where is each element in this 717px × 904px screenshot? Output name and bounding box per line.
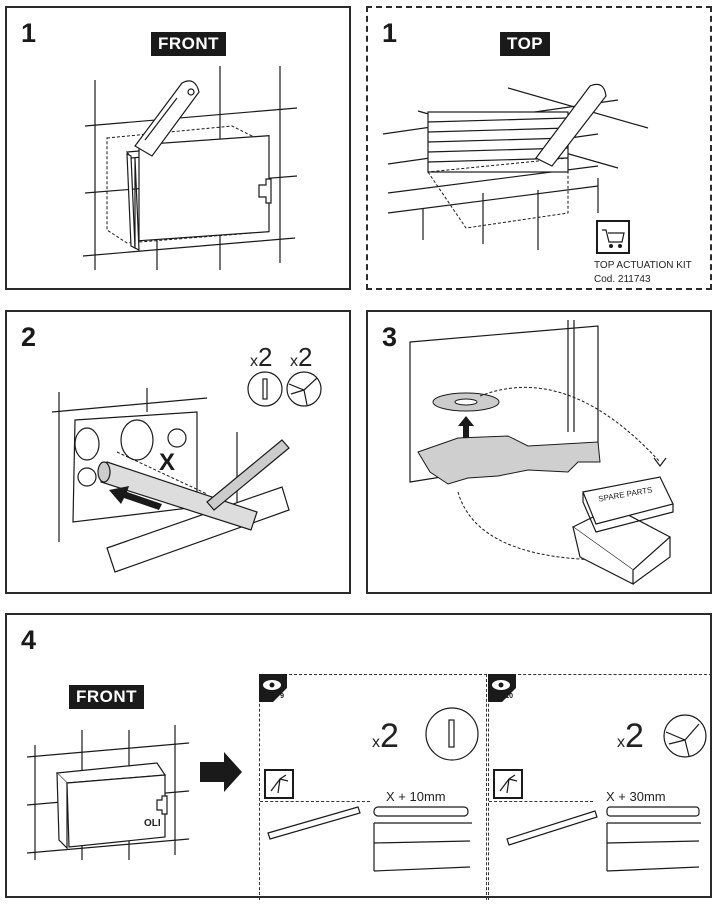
plate-logo: OLI bbox=[144, 818, 161, 829]
step-number: 1 bbox=[382, 18, 398, 48]
view-tag-top: TOP bbox=[500, 32, 551, 56]
measure-x-label: X bbox=[159, 449, 175, 476]
cut-rod-illustration bbox=[267, 806, 472, 872]
cut-dimension-label: X + 30mm bbox=[606, 789, 666, 804]
view-tag-front: FRONT bbox=[151, 32, 227, 56]
plate-stack bbox=[125, 135, 272, 251]
pliers-icon bbox=[264, 769, 294, 799]
option-9-panel: 9 x2 X + 10mm bbox=[259, 674, 487, 900]
front-plate-illustration bbox=[26, 725, 190, 860]
step-number: 3 bbox=[382, 322, 398, 352]
eye-ref-icon: 10 bbox=[488, 674, 516, 702]
part-quantity-2: x2 bbox=[290, 342, 313, 372]
step-number: 1 bbox=[21, 18, 37, 48]
spare-parts-illustration bbox=[409, 320, 674, 585]
slotted-cap-icon bbox=[247, 371, 283, 407]
panel-step-2: 2 x2 x2 X bbox=[5, 310, 351, 594]
pliers-icon bbox=[493, 769, 523, 799]
front-install-illustration bbox=[82, 66, 298, 270]
panel-step-1-front: 1 FRONT bbox=[5, 6, 351, 290]
pencil bbox=[206, 439, 290, 511]
parts-icons: X bbox=[51, 371, 322, 573]
option-10-panel: 10 x2 X + 30mm bbox=[488, 674, 712, 900]
tri-button-icon bbox=[663, 714, 707, 758]
cut-rod-illustration bbox=[506, 806, 701, 872]
push-arrow-icon bbox=[109, 486, 162, 510]
spare-parts-box bbox=[571, 476, 674, 585]
next-arrow-icon bbox=[200, 752, 242, 792]
slotted-cap-icon bbox=[425, 707, 479, 761]
panel-step-4: 4 FRONT OLI 9 x2 X + 10mm bbox=[5, 613, 712, 900]
step-number: 4 bbox=[21, 625, 37, 655]
kit-name: TOP ACTUATION KIT bbox=[594, 260, 692, 271]
cutter-knife-icon bbox=[535, 83, 607, 167]
cut-guide-line bbox=[489, 801, 593, 802]
panel-step-1-top: 1 TOP TOP ACTUATION KIT Cod. 211743 bbox=[366, 6, 712, 290]
panel-step-3: 3 SPARE PARTS bbox=[366, 310, 712, 594]
cut-guide-line bbox=[260, 801, 370, 802]
mounting-plate bbox=[417, 435, 601, 485]
cutter-knife-icon bbox=[134, 80, 200, 157]
lift-arrow-icon bbox=[458, 416, 474, 440]
recess-outline bbox=[106, 125, 253, 244]
top-install-illustration bbox=[382, 83, 649, 250]
eye-ref-icon: 9 bbox=[259, 674, 287, 702]
step-number: 2 bbox=[21, 322, 37, 352]
shopping-cart-icon bbox=[596, 220, 630, 254]
view-tag-front: FRONT bbox=[69, 685, 145, 709]
option-ref-number: 9 bbox=[280, 693, 284, 700]
kit-code: Cod. 211743 bbox=[594, 274, 651, 285]
option-ref-number: 10 bbox=[505, 693, 513, 700]
option-quantity: x2 bbox=[617, 717, 644, 755]
part-quantity-1: x2 bbox=[250, 342, 273, 372]
tri-button-icon bbox=[286, 371, 322, 407]
pushrod bbox=[97, 461, 258, 531]
option-quantity: x2 bbox=[372, 717, 399, 755]
cut-dimension-label: X + 10mm bbox=[386, 789, 446, 804]
